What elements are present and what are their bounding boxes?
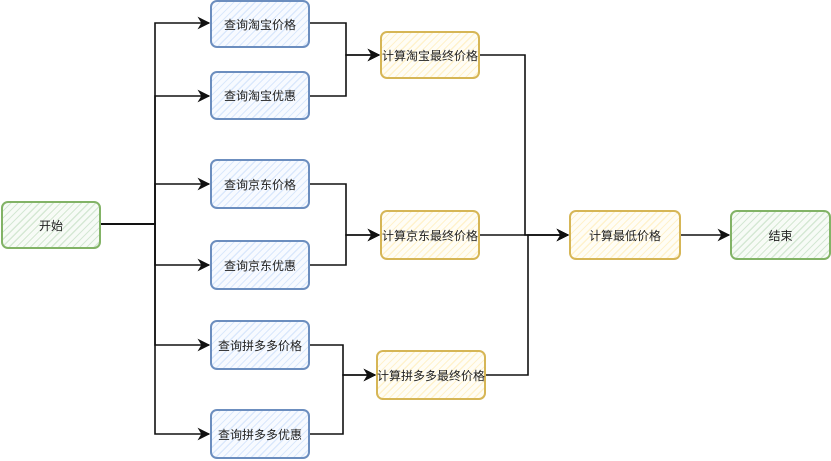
- node-label: 计算最低价格: [588, 228, 661, 243]
- node-label: 计算京东最终价格: [382, 228, 479, 243]
- node-label: 查询拼多多价格: [217, 338, 302, 353]
- node-label: 查询淘宝价格: [223, 17, 296, 32]
- node-pdd-price[interactable]: 查询拼多多价格: [210, 320, 310, 370]
- edge-start-to-jd-price: [101, 177, 211, 225]
- node-label: 结束: [768, 228, 793, 243]
- node-taobao-final[interactable]: 计算淘宝最终价格: [380, 31, 480, 79]
- edge-pdd-query-0-to-final: [310, 344, 377, 382]
- edge-pdd-final-to-lowest: [486, 228, 570, 376]
- node-label: 计算淘宝最终价格: [382, 48, 479, 63]
- edge-taobao-query-0-to-final: [310, 22, 381, 62]
- edge-jd-query-1-to-final: [310, 228, 381, 266]
- node-jd-final[interactable]: 计算京东最终价格: [380, 210, 480, 260]
- edge-jd-query-0-to-final: [310, 183, 381, 242]
- edge-taobao-query-1-to-final: [310, 48, 381, 97]
- node-end[interactable]: 结束: [730, 210, 831, 260]
- node-pdd-final[interactable]: 计算拼多多最终价格: [376, 350, 486, 400]
- node-label: 开始: [38, 218, 63, 233]
- node-pdd-discount[interactable]: 查询拼多多优惠: [210, 409, 310, 459]
- node-label: 查询拼多多优惠: [217, 427, 302, 442]
- node-start[interactable]: 开始: [1, 201, 101, 249]
- node-lowest-price[interactable]: 计算最低价格: [569, 210, 681, 260]
- node-label: 查询京东优惠: [223, 258, 296, 273]
- edge-start-to-pdd-discount: [101, 223, 211, 441]
- node-jd-discount[interactable]: 查询京东优惠: [210, 240, 310, 290]
- node-label: 查询京东价格: [223, 177, 296, 192]
- node-taobao-price[interactable]: 查询淘宝价格: [210, 0, 310, 48]
- edge-taobao-final-to-lowest: [480, 54, 570, 242]
- node-label: 查询淘宝优惠: [223, 89, 296, 103]
- node-label: 计算拼多多最终价格: [377, 368, 486, 383]
- edge-pdd-query-1-to-final: [310, 368, 377, 435]
- node-jd-price[interactable]: 查询京东价格: [210, 159, 310, 209]
- node-taobao-discount[interactable]: 查询淘宝优惠: [210, 71, 310, 120]
